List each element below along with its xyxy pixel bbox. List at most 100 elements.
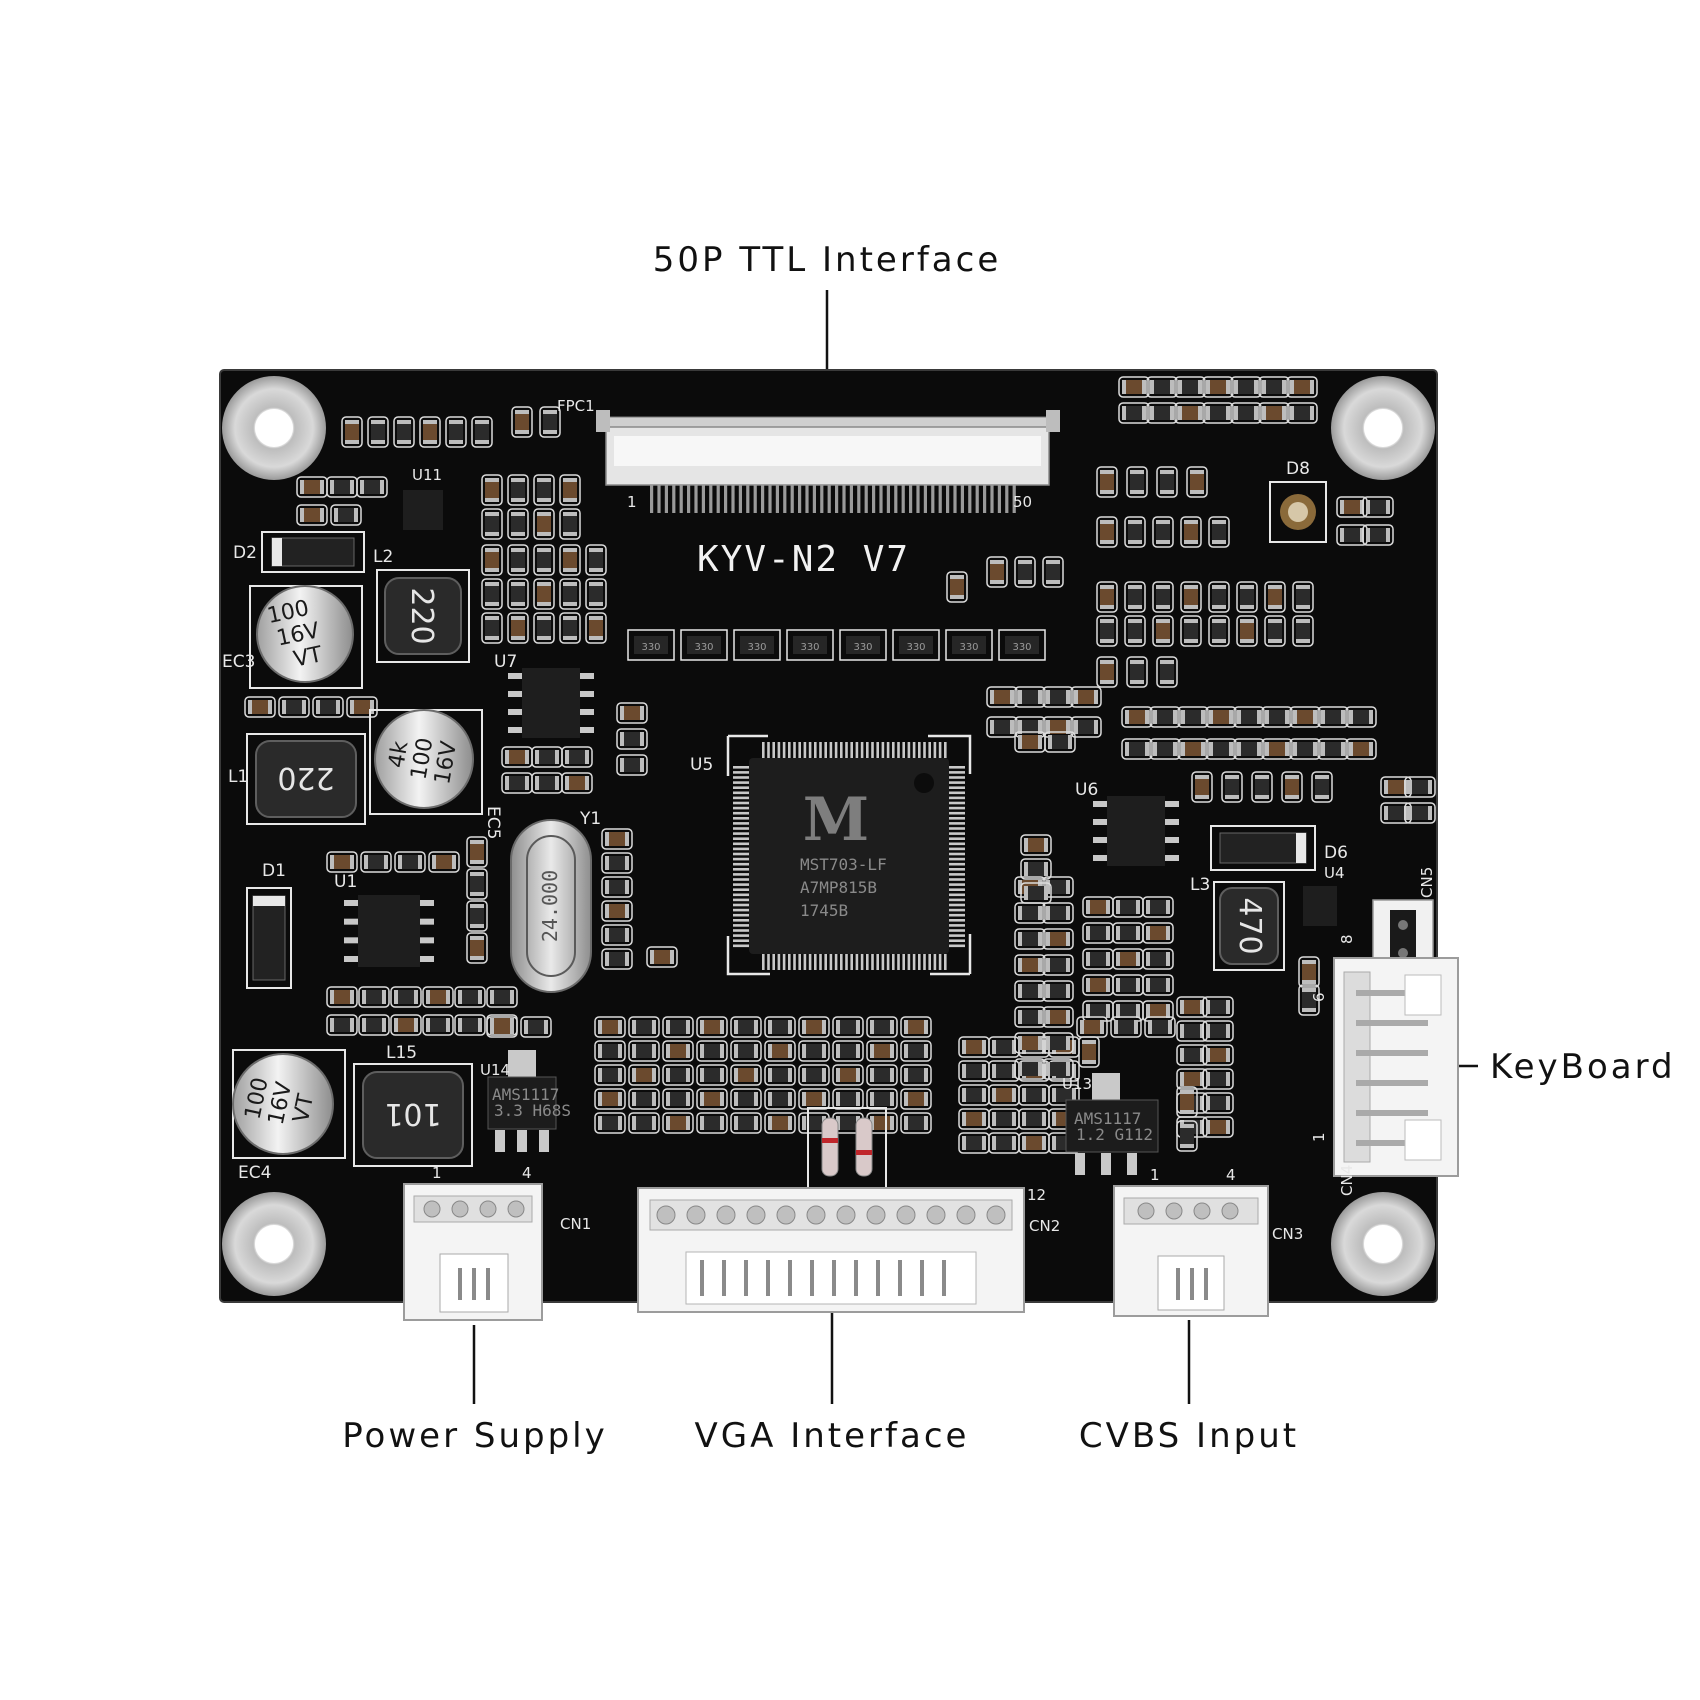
smd-outline <box>616 728 648 750</box>
smd-pad <box>510 990 514 1004</box>
smd-pad <box>700 1044 704 1058</box>
smd-pad <box>537 616 551 620</box>
smd-body <box>1340 500 1364 514</box>
chip-pin <box>824 954 827 970</box>
capacitor-ec3: 100 16V VT EC3 <box>222 585 363 689</box>
smd-outline <box>454 986 486 1008</box>
cn4-pin <box>1356 1080 1428 1086</box>
resistor-array-body <box>793 636 827 654</box>
smd-outline <box>798 1040 830 1062</box>
capacitor-ec5: 4k 100 16V EC5 <box>369 709 503 839</box>
smd-pad <box>652 1068 656 1082</box>
cn1-pin-lead <box>458 1268 462 1300</box>
fpc-pin <box>687 485 691 513</box>
smd-pad <box>1038 984 1042 998</box>
chip-pin <box>949 817 965 820</box>
smd-body <box>485 478 499 502</box>
smd-pad <box>511 616 525 620</box>
smd-pad <box>1024 862 1028 876</box>
smd-pad <box>904 1116 908 1130</box>
smd-outline <box>539 406 561 438</box>
fpc-pin <box>894 485 898 513</box>
smd-outline <box>422 1014 454 1036</box>
smd-pad <box>470 840 484 844</box>
smd-body <box>537 512 551 536</box>
smd-pad <box>423 420 437 424</box>
smd-pad <box>458 990 462 1004</box>
smd-body <box>962 1112 986 1126</box>
smd-pad <box>485 478 499 482</box>
smd-outline <box>1202 996 1234 1018</box>
smd-pad <box>802 1020 806 1034</box>
smd-pad <box>485 498 499 502</box>
smd-outline <box>1014 980 1046 1002</box>
smd-body <box>423 420 437 444</box>
smd-body <box>1046 560 1060 584</box>
smd-body <box>398 855 422 869</box>
smd-pad <box>1285 775 1299 779</box>
chip-pin <box>944 954 947 970</box>
smd-outline <box>358 1014 390 1036</box>
smd-pad <box>1212 605 1226 609</box>
smd-pad <box>423 440 437 444</box>
smd-outline <box>561 772 593 794</box>
smd-body <box>605 832 629 846</box>
smd-pad <box>1296 585 1310 589</box>
cn1-pin-lead <box>472 1268 476 1300</box>
smd-body <box>666 1020 690 1034</box>
fpc-pin <box>938 485 942 513</box>
smd-body <box>1237 710 1261 724</box>
smd-pad <box>1180 1072 1184 1086</box>
resistor-array-mark: 330 <box>906 642 925 653</box>
smd-body <box>1114 1020 1138 1034</box>
smd-pad <box>1156 585 1170 589</box>
smd-pad <box>856 1020 860 1034</box>
smd-pad <box>1136 1004 1140 1018</box>
smd-pad <box>1052 1088 1056 1102</box>
smd-body <box>1302 988 1316 1012</box>
smd-pad <box>563 512 577 516</box>
smd-outline <box>1126 656 1148 688</box>
smd-body <box>962 1136 986 1150</box>
smd-pad <box>1100 639 1114 643</box>
smd-pad <box>1116 900 1120 914</box>
smd-pad <box>1066 1036 1070 1050</box>
smd-pad <box>666 1068 670 1082</box>
smd-pad <box>485 532 499 536</box>
chip-pin <box>892 742 895 758</box>
smd-pad <box>1268 619 1282 623</box>
smd-body <box>768 1116 792 1130</box>
smd-pad <box>962 1112 966 1126</box>
smd-body <box>1184 619 1198 643</box>
smd-pad <box>1255 775 1269 779</box>
smd-pad <box>625 832 629 846</box>
fpc-pin <box>901 485 905 513</box>
smd-pad <box>1234 380 1238 394</box>
ec3-label: EC3 <box>222 652 255 672</box>
smd-pad <box>992 1112 996 1126</box>
cn4-label: CN4 <box>1338 1165 1356 1196</box>
fpc-pin <box>664 485 668 513</box>
smd-body <box>537 548 551 572</box>
smd-pad <box>589 582 603 586</box>
smd-outline <box>1230 376 1262 398</box>
chip-pin <box>788 742 791 758</box>
fpc-pin <box>753 485 757 513</box>
smd-pad <box>1181 710 1185 724</box>
cn2-pin-lead <box>942 1260 946 1296</box>
cn4-pin <box>1356 990 1428 996</box>
smd-pad <box>446 1018 450 1032</box>
fpc-connector: FPC1 1 50 <box>557 397 1060 513</box>
smd-outline <box>559 612 581 644</box>
chip-pin <box>814 954 817 970</box>
smd-pad <box>890 1116 894 1130</box>
smd-body <box>1018 932 1042 946</box>
smd-pad <box>962 1064 966 1078</box>
smd-outline <box>662 1016 694 1038</box>
smd-pad <box>1018 880 1022 894</box>
smd-body <box>1074 720 1098 734</box>
smd-pad <box>950 575 964 579</box>
smd-body <box>563 512 577 536</box>
smd-pad <box>1268 605 1282 609</box>
smd-body <box>563 616 577 640</box>
